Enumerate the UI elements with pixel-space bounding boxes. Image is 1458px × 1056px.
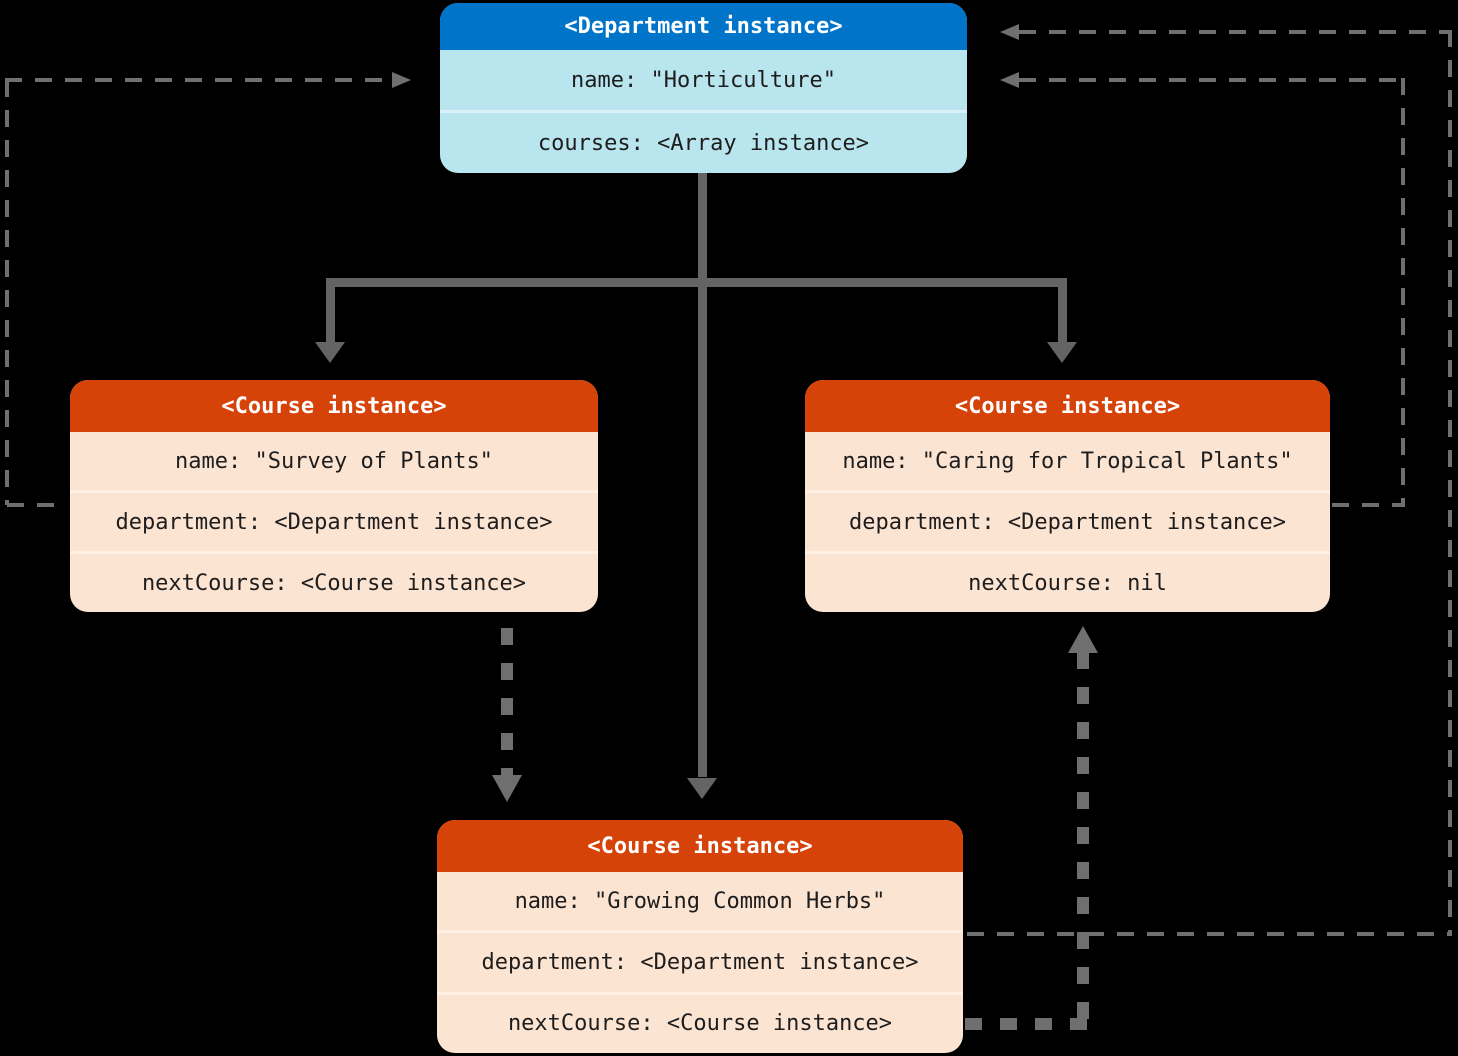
course-bottom-field-name: name: "Growing Common Herbs" <box>514 888 886 914</box>
course-right-field-department: department: <Department instance> <box>805 490 1330 551</box>
course-right-field-name: name: "Caring for Tropical Plants" <box>842 448 1293 474</box>
bottom-department-ref-exit <box>967 932 1452 936</box>
course-left-field-next-course: nextCourse: <Course instance> <box>70 551 598 612</box>
course-bottom-field-next-course: nextCourse: <Course instance> <box>437 991 963 1053</box>
course-left-field-department: department: <Department instance> <box>70 490 598 551</box>
courses-arrow-right-drop <box>1058 278 1067 342</box>
courses-arrow-stem <box>698 173 707 777</box>
next-course-link-bottom-exit <box>965 1018 1090 1030</box>
department-field-name: name: "Horticulture" <box>571 67 836 93</box>
right-department-ref-exit <box>1332 503 1405 507</box>
left-department-ref-rise <box>5 80 9 505</box>
course-left-field-name: name: "Survey of Plants" <box>175 448 493 474</box>
left-department-ref-run <box>5 78 392 82</box>
arrowhead-down-left-course-icon <box>315 342 345 363</box>
arrowhead-left-department-header-icon <box>1000 24 1019 40</box>
bottom-department-ref-rise <box>1448 30 1452 936</box>
arrowhead-right-department-icon <box>392 72 411 88</box>
arrowhead-down-right-course-icon <box>1047 342 1077 363</box>
arrowhead-left-department-name-icon <box>1000 72 1019 88</box>
arrowhead-down-next-course-icon <box>492 775 522 802</box>
arrowhead-up-next-course-icon <box>1068 626 1098 653</box>
department-instance-box: <Department instance> name: "Horticultur… <box>440 3 967 173</box>
course-instance-box-right: <Course instance> name: "Caring for Trop… <box>805 380 1330 612</box>
arrowhead-down-bottom-course-icon <box>687 778 717 799</box>
course-bottom-field-department: department: <Department instance> <box>437 930 963 991</box>
course-instance-box-bottom: <Course instance> name: "Growing Common … <box>437 820 963 1053</box>
course-bottom-box-title: <Course instance> <box>437 820 963 872</box>
course-right-box-title: <Course instance> <box>805 380 1330 432</box>
department-field-courses: courses: <Array instance> <box>440 110 967 173</box>
right-department-ref-run <box>1019 78 1403 82</box>
course-right-field-next-course: nextCourse: nil <box>805 551 1330 612</box>
courses-arrow-left-drop <box>326 278 335 342</box>
right-department-ref-rise <box>1401 78 1405 507</box>
bottom-department-ref-run <box>1019 30 1449 34</box>
courses-arrow-branch <box>326 278 1067 287</box>
department-box-title: <Department instance> <box>440 3 967 50</box>
course-left-box-title: <Course instance> <box>70 380 598 432</box>
left-department-ref-exit <box>7 503 67 507</box>
next-course-link-bottom-rise <box>1077 652 1089 1031</box>
next-course-link-left-to-bottom <box>501 628 513 776</box>
course-instance-box-left: <Course instance> name: "Survey of Plant… <box>70 380 598 612</box>
